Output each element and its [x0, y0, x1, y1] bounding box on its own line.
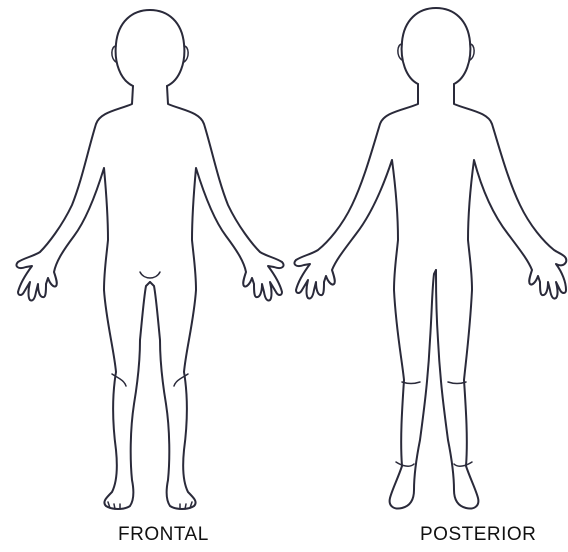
frontal-groin-line: [140, 272, 160, 278]
posterior-left-heel: [396, 462, 414, 466]
frontal-head: [116, 10, 185, 86]
posterior-view-label: POSTERIOR: [420, 524, 536, 546]
posterior-figure: [294, 8, 566, 509]
posterior-right-knee: [448, 382, 466, 384]
posterior-right-heel: [454, 462, 472, 466]
frontal-left-side: [16, 86, 150, 509]
posterior-left-side: [294, 84, 436, 509]
frontal-view-label: FRONTAL: [118, 524, 209, 546]
frontal-figure: [16, 10, 283, 509]
frontal-right-side: [150, 86, 284, 509]
posterior-head: [402, 8, 471, 84]
posterior-right-side: [436, 84, 566, 509]
posterior-left-knee: [402, 382, 420, 384]
